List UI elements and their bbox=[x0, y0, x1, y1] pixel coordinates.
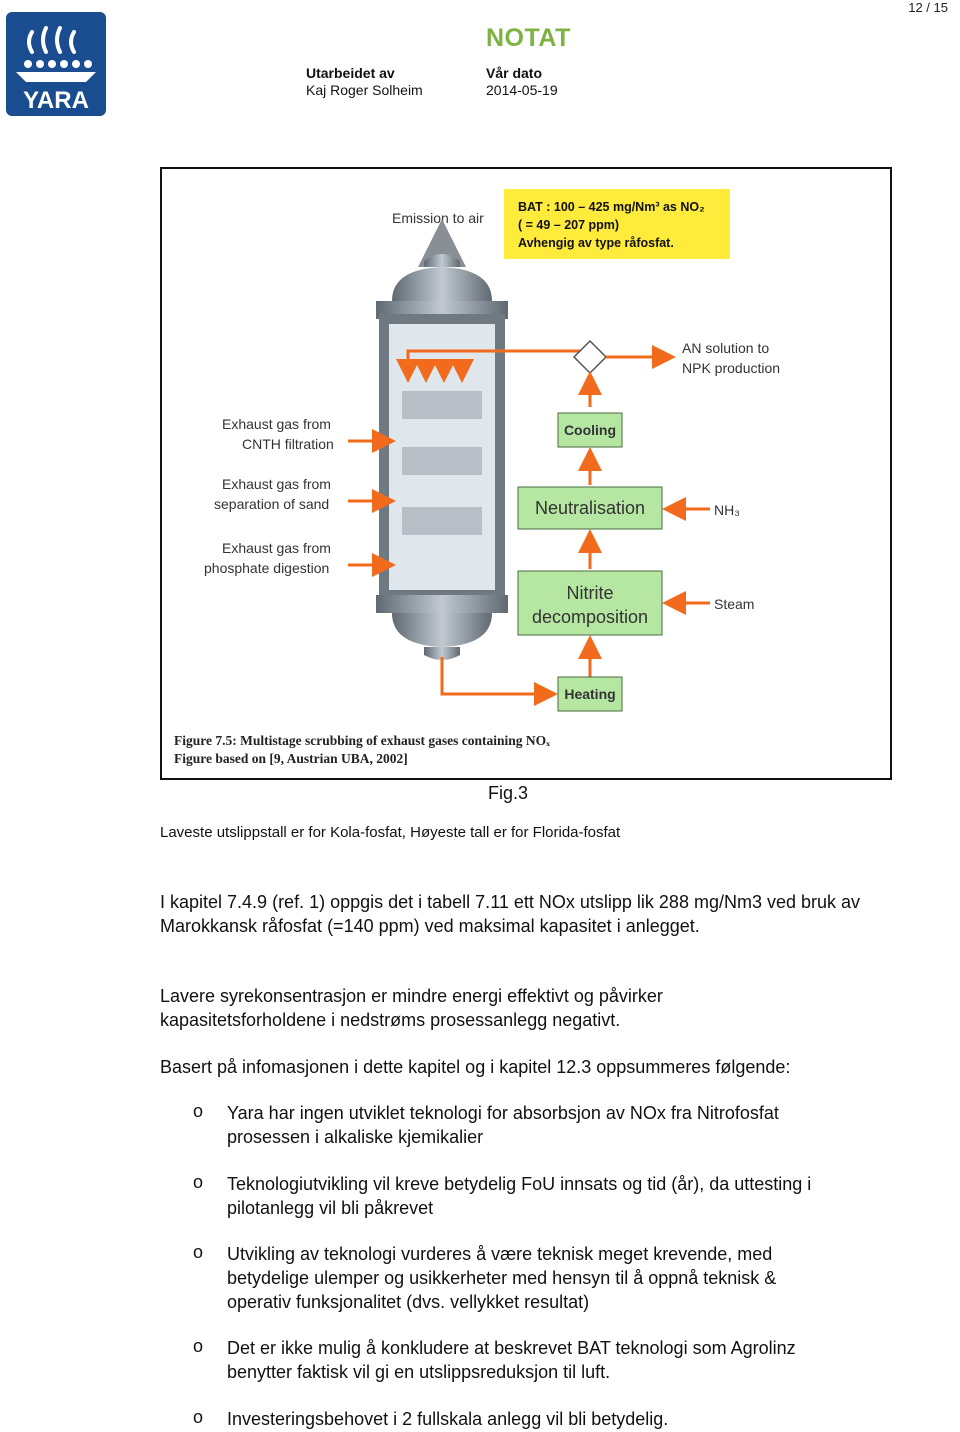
nitrite-line-1: Nitrite bbox=[566, 583, 613, 603]
yara-logo: YARA bbox=[6, 12, 106, 116]
page-number: 12 / 15 bbox=[908, 0, 948, 15]
heating-box bbox=[557, 676, 623, 712]
exhaust-phosphate-line-1: Exhaust gas from bbox=[222, 540, 331, 556]
bullet-2-line-1: Teknologiutvikling vil kreve betydelig F… bbox=[227, 1174, 812, 1194]
exhaust-cnth-line-2: CNTH filtration bbox=[242, 436, 334, 452]
bat-line-1: BAT : 100 – 425 mg/Nm³ as NO₂ bbox=[518, 200, 705, 214]
cooling-label: Cooling bbox=[564, 422, 616, 438]
emission-label: Emission to air bbox=[392, 210, 484, 226]
exhaust-phosphate-line-2: phosphate digestion bbox=[204, 560, 329, 576]
paragraph-3: Basert på infomasjonen i dette kapitel o… bbox=[160, 1055, 960, 1079]
logo-text: YARA bbox=[23, 87, 89, 114]
nh3-label: NH₃ bbox=[714, 502, 740, 518]
steam-label: Steam bbox=[714, 596, 754, 612]
paragraph-2-line-1: Lavere syrekonsentrasjon er mindre energ… bbox=[160, 986, 663, 1006]
bat-line-3: Avhengig av type råfosfat. bbox=[518, 236, 674, 250]
bullet-5-line-1: Investeringsbehovet i 2 fullskala anlegg… bbox=[227, 1409, 669, 1429]
exhaust-sand-line-1: Exhaust gas from bbox=[222, 476, 331, 492]
bullet-3-line-1: Utvikling av teknologi vurderes å være t… bbox=[227, 1244, 773, 1264]
paragraph-3-line-1: Basert på infomasjonen i dette kapitel o… bbox=[160, 1057, 791, 1077]
figure-note: Laveste utslippstall er for Kola-fosfat,… bbox=[160, 824, 621, 841]
process-figure: BAT : 100 – 425 mg/Nm³ as NO₂ ( = 49 – 2… bbox=[160, 167, 892, 780]
paragraph-2-line-2: kapasitetsforholdene i nedstrøms prosess… bbox=[160, 1010, 621, 1030]
bullet-item-1: Yara har ingen utviklet teknologi for ab… bbox=[227, 1101, 927, 1149]
figure-caption-line-2: Figure based on [9, Austrian UBA, 2002] bbox=[174, 751, 408, 766]
figure-caption-line-1: Figure 7.5: Multistage scrubbing of exha… bbox=[174, 733, 550, 748]
bat-line-2: ( = 49 – 207 ppm) bbox=[518, 218, 619, 232]
bullet-item-2: Teknologiutvikling vil kreve betydelig F… bbox=[227, 1172, 927, 1220]
bullet-marker: o bbox=[193, 1172, 204, 1192]
bullet-3-line-3: operativ funksjonalitet (dvs. vellykket … bbox=[227, 1292, 590, 1312]
paragraph-1: I kapitel 7.4.9 (ref. 1) oppgis det i ta… bbox=[160, 890, 960, 938]
exhaust-cnth-line-1: Exhaust gas from bbox=[222, 416, 331, 432]
bullet-item-4: Det er ikke mulig å konkludere at beskre… bbox=[227, 1336, 927, 1384]
bullet-1-line-2: prosessen i alkaliske kjemikalier bbox=[227, 1127, 484, 1147]
scrubber-column bbox=[376, 254, 508, 660]
bullet-1-line-1: Yara har ingen utviklet teknologi for ab… bbox=[227, 1103, 779, 1123]
heating-label: Heating bbox=[564, 686, 615, 702]
an-solution-line-1: AN solution to bbox=[682, 340, 769, 356]
an-solution-line-2: NPK production bbox=[682, 360, 780, 376]
bullet-marker: o bbox=[193, 1336, 204, 1356]
document-type: NOTAT bbox=[486, 24, 571, 52]
prepared-by-value: Kaj Roger Solheim bbox=[306, 82, 423, 98]
bullet-marker: o bbox=[193, 1101, 204, 1121]
nitrite-line-2: decomposition bbox=[532, 607, 648, 627]
bullet-item-5: Investeringsbehovet i 2 fullskala anlegg… bbox=[227, 1407, 927, 1431]
exhaust-sand-line-2: separation of sand bbox=[214, 496, 329, 512]
neutralisation-label: Neutralisation bbox=[535, 498, 645, 518]
figure-label: Fig.3 bbox=[488, 783, 529, 803]
prepared-by-label: Utarbeidet av bbox=[306, 65, 395, 81]
bullet-3-line-2: betydelige ulemper og usikkerheter med h… bbox=[227, 1268, 777, 1288]
bullet-4-line-1: Det er ikke mulig å konkludere at beskre… bbox=[227, 1338, 796, 1358]
bullet-marker: o bbox=[193, 1407, 204, 1427]
date-value: 2014-05-19 bbox=[486, 82, 558, 98]
paragraph-2: Lavere syrekonsentrasjon er mindre energ… bbox=[160, 984, 960, 1032]
bullet-4-line-2: benytter faktisk vil gi en utslippsreduk… bbox=[227, 1362, 611, 1382]
paragraph-1-line-1: I kapitel 7.4.9 (ref. 1) oppgis det i ta… bbox=[160, 892, 861, 912]
splitter-diamond bbox=[572, 339, 608, 375]
bullet-marker: o bbox=[193, 1242, 204, 1262]
bullet-2-line-2: pilotanlegg vil bli påkrevet bbox=[227, 1198, 434, 1218]
bat-box bbox=[504, 189, 730, 259]
bullet-item-3: Utvikling av teknologi vurderes å være t… bbox=[227, 1242, 927, 1314]
paragraph-1-line-2: Marokkansk råfosfat (=140 ppm) ved maksi… bbox=[160, 916, 700, 936]
date-label: Vår dato bbox=[486, 65, 543, 81]
